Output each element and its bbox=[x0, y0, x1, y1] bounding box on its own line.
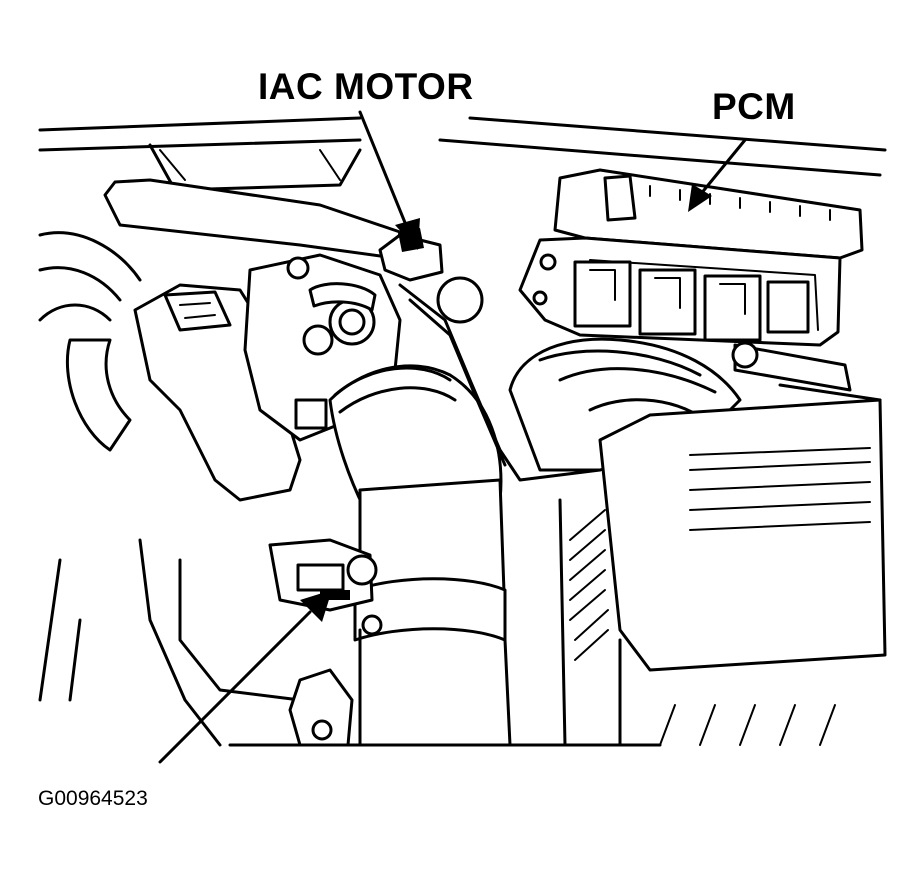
iac-motor-label: IAC MOTOR bbox=[258, 66, 474, 107]
firewall-bracket bbox=[148, 143, 362, 192]
pcm-label: PCM bbox=[712, 86, 796, 127]
right-hoses bbox=[731, 341, 882, 402]
air-cleaner-housing bbox=[558, 398, 887, 747]
cowl-strut bbox=[103, 178, 402, 260]
sensor-connector bbox=[268, 538, 378, 612]
figure-code: G00964523 bbox=[38, 787, 148, 810]
intake-duct bbox=[328, 364, 512, 747]
lower-structure bbox=[38, 538, 662, 747]
iac-motor-arrow bbox=[358, 110, 420, 250]
pcm-arrow bbox=[688, 138, 747, 212]
sensor-arrow bbox=[158, 590, 332, 764]
hood-edge bbox=[38, 116, 887, 177]
brace-rod bbox=[398, 283, 602, 482]
pcm-module bbox=[518, 168, 864, 347]
left-hoses bbox=[38, 231, 142, 452]
